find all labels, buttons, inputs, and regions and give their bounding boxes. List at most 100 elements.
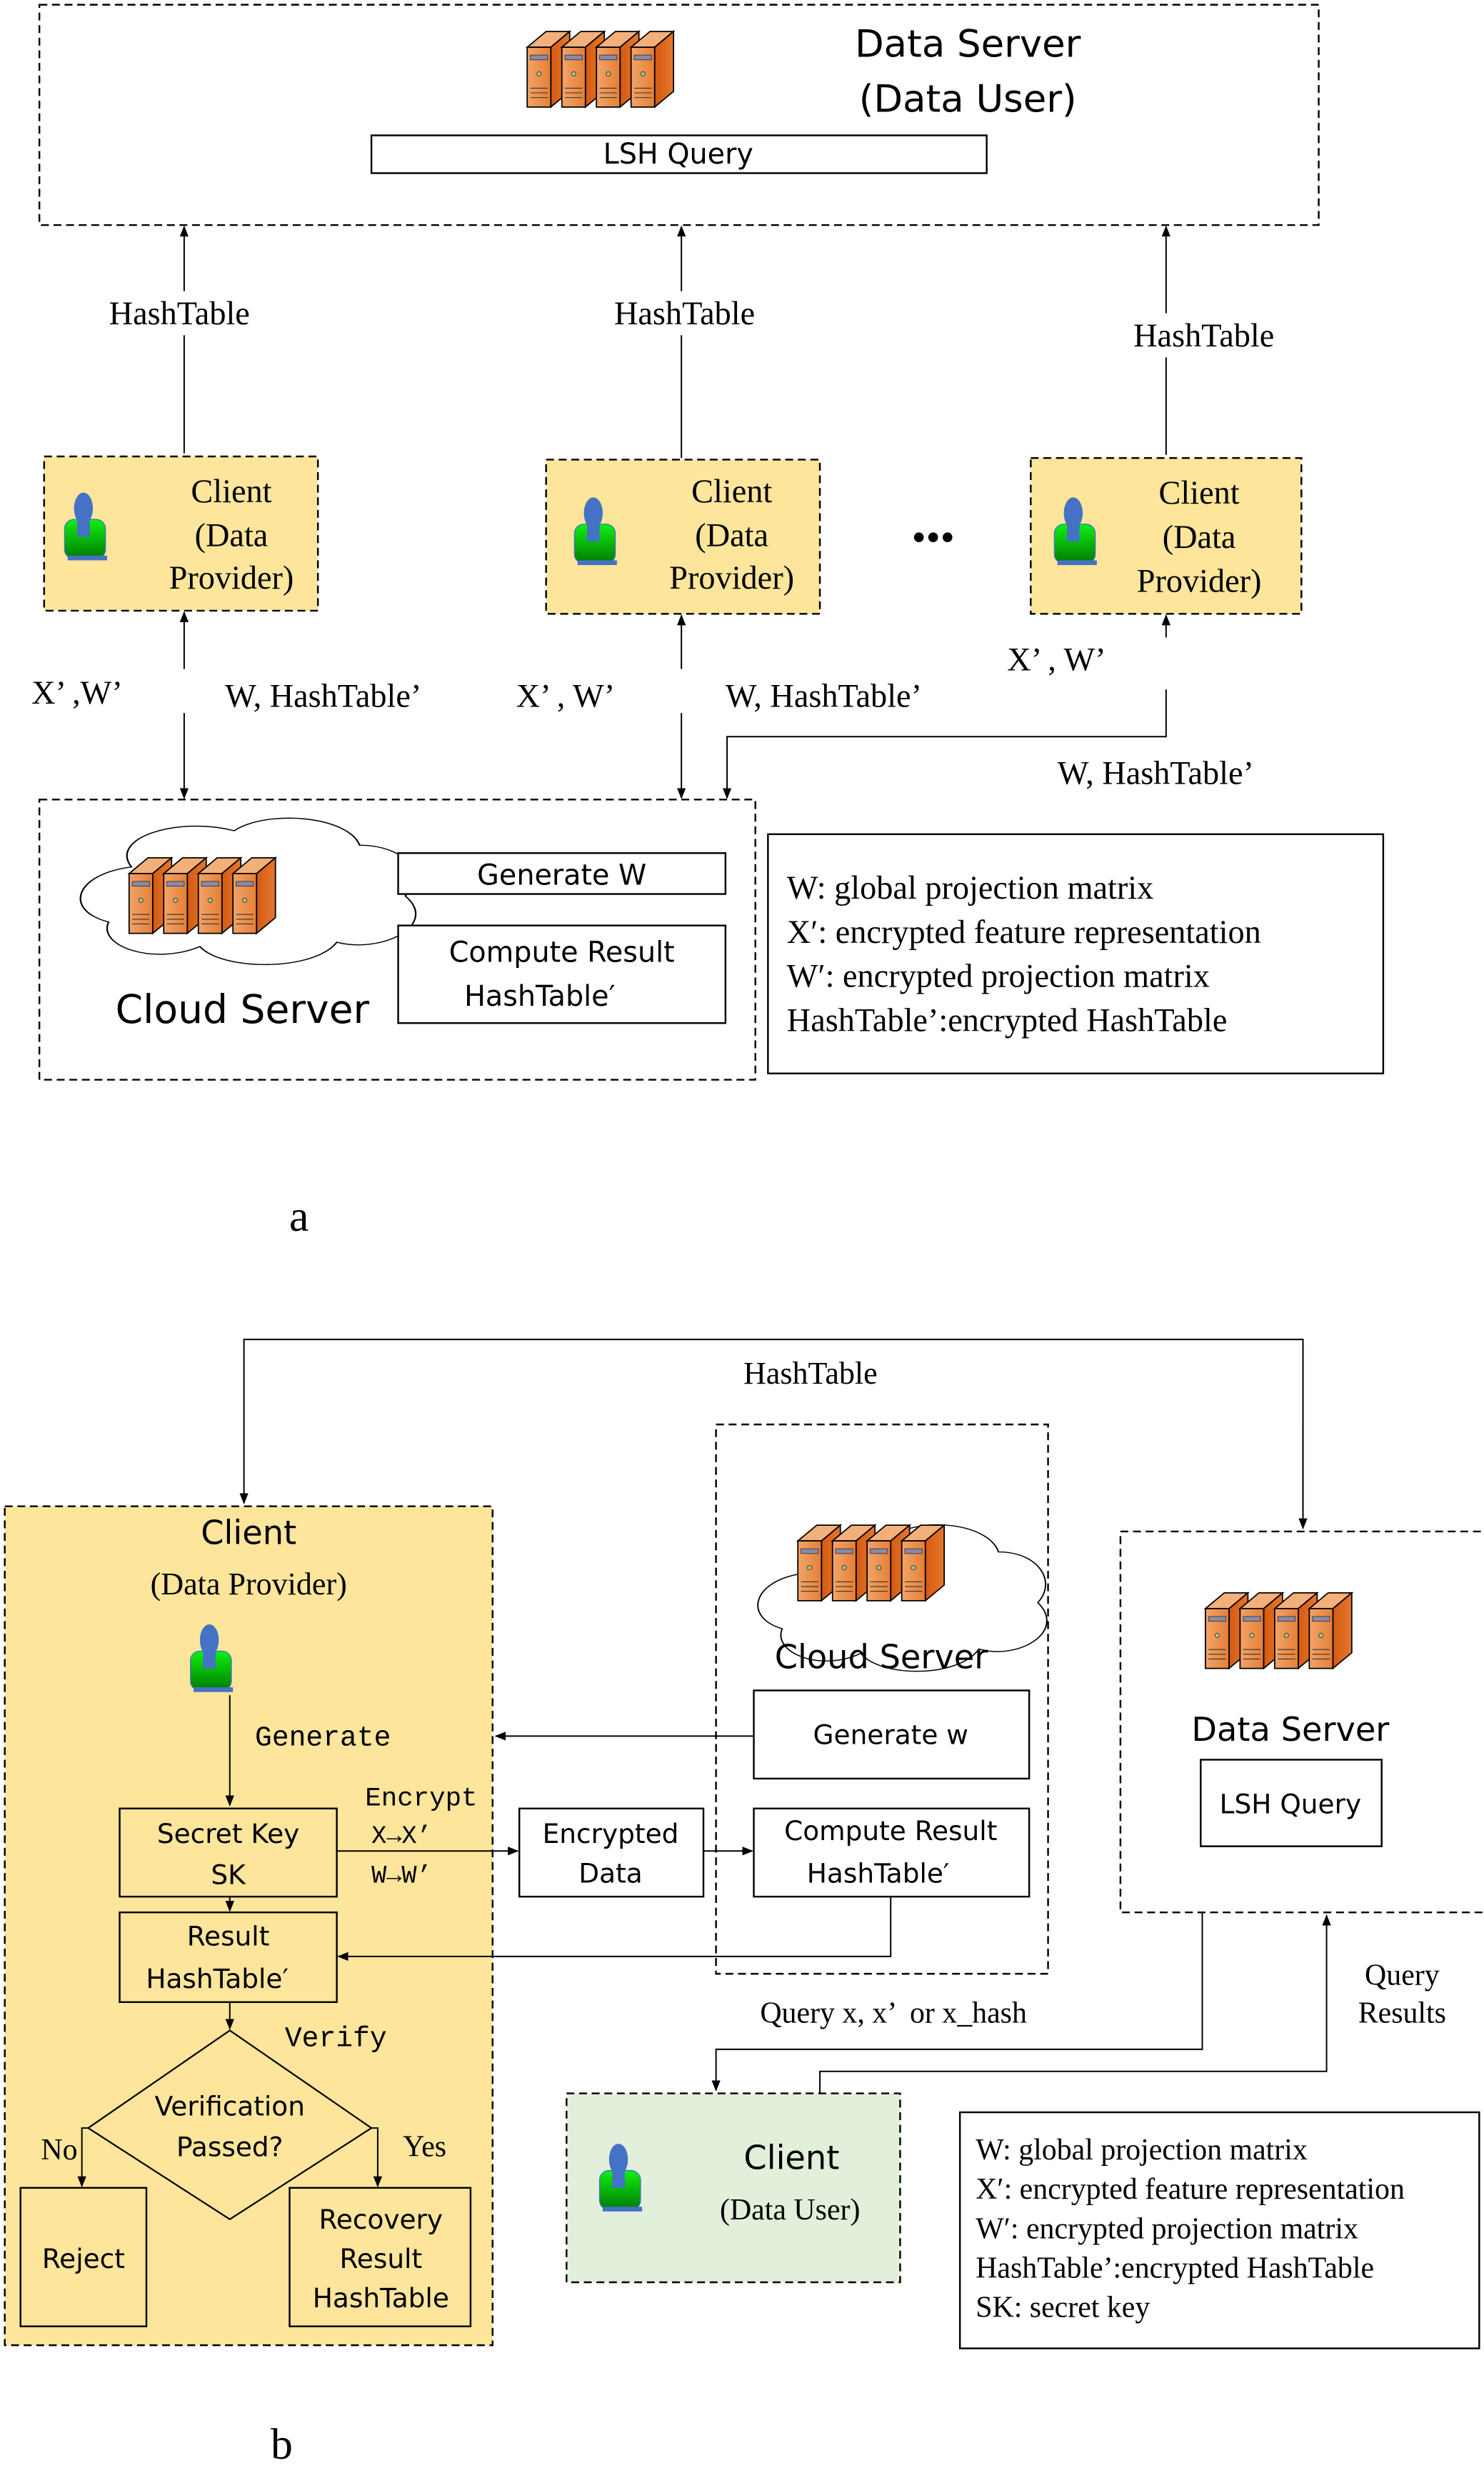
data-server-box-b: Data Server LSH Query xyxy=(1119,1530,1484,1914)
generate-w-box-b xyxy=(753,1689,1031,1780)
generate-w-label: Generate W xyxy=(477,859,646,891)
lsh-query-box xyxy=(370,134,988,174)
verify-label: Verify xyxy=(285,2022,387,2054)
data-server-title-b: Data Server xyxy=(1191,1710,1390,1749)
client-subtitle-2: Provider) xyxy=(669,560,794,596)
legend-item: SK: secret key xyxy=(976,2291,1150,2324)
part-a: Data Server (Data User) LSH Query HashTa… xyxy=(31,4,1385,1241)
client-title: Client xyxy=(191,474,271,510)
compute-result-line1-b: Compute Result xyxy=(784,1815,997,1847)
hashtable-label-1: HashTable xyxy=(109,296,250,332)
part-a-label: a xyxy=(289,1192,309,1241)
query-results-line2: Results xyxy=(1358,1997,1446,2029)
flow-label-c2-up: X’ , W’ xyxy=(516,678,615,714)
verification-decision xyxy=(86,2029,373,2221)
query-results-arrow xyxy=(819,1914,1331,2094)
client-subtitle-1: (Data xyxy=(1163,519,1236,556)
legend-item: W: global projection matrix xyxy=(976,2134,1308,2167)
flow-label-c2-down: W, HashTable’ xyxy=(726,678,922,714)
cloud-server-icon xyxy=(79,816,417,966)
cloud-server-box-b: Cloud Server Generate w Compute Result H… xyxy=(715,1423,1049,1975)
decision-line2: Passed? xyxy=(176,2132,284,2163)
query-arrow-to-user xyxy=(711,1912,1203,2092)
encrypted-data-box xyxy=(518,1807,705,1898)
part-b: HashTable Client (Data Provider) Generat… xyxy=(4,1339,1484,2468)
compute-result-box xyxy=(397,924,727,1024)
flow-label-c1-down: W, HashTable’ xyxy=(225,678,421,714)
result-hashtable-box xyxy=(119,1911,338,2003)
generate-w-label-b: Generate w xyxy=(813,1719,968,1750)
legend-item: HashTable’:encrypted HashTable xyxy=(787,1002,1228,1039)
client-provider-3: Client (Data Provider) xyxy=(1030,456,1303,615)
decision-line1: Verification xyxy=(155,2090,305,2122)
hashtable-label-3: HashTable xyxy=(1133,318,1274,354)
secret-key-line1: Secret Key xyxy=(157,1818,299,1849)
cloud-server-box: Cloud Server Generate W Compute Result H… xyxy=(38,799,756,1081)
encrypted-data-line2: Data xyxy=(578,1857,642,1889)
client-provider-1: Client (Data Provider) xyxy=(43,455,319,612)
data-server-subtitle: (Data User) xyxy=(859,77,1077,121)
client-subtitle-2: Provider) xyxy=(169,560,294,596)
generate-w-box xyxy=(397,852,727,895)
secret-key-line2: SK xyxy=(211,1859,246,1891)
client-user-subtitle: (Data User) xyxy=(720,2194,860,2227)
legend-item: W: global projection matrix xyxy=(787,870,1154,906)
encrypt-w: W→W’ xyxy=(371,1862,432,1890)
secret-key-box xyxy=(119,1807,338,1898)
legend-a: W: global projection matrix X′: encrypte… xyxy=(767,833,1385,1074)
encrypt-x: X→X’ xyxy=(371,1822,432,1851)
query-label: Query x, x’ or x_hash xyxy=(760,1997,1027,2029)
recovery-line1: Recovery xyxy=(319,2204,443,2235)
no-arrow xyxy=(77,2127,89,2188)
client-subtitle-1: (Data xyxy=(695,518,768,554)
compute-result-line2-b: HashTable′ xyxy=(807,1857,950,1889)
server-rack-icon xyxy=(527,31,673,107)
flow-label-c3-up: X’ , W’ xyxy=(1007,642,1106,679)
ellipsis: ••• xyxy=(912,515,955,560)
generate-label: Generate xyxy=(255,1722,391,1754)
encrypted-data-line1: Encrypted xyxy=(543,1818,679,1849)
client-user-box: Client (Data User) xyxy=(566,2092,901,2284)
recovery-line3: HashTable xyxy=(313,2282,449,2314)
reject-label: Reject xyxy=(42,2243,125,2274)
encrypt-label: Encrypt xyxy=(365,1784,477,1814)
reject-box xyxy=(19,2187,148,2327)
data-server-title: Data Server xyxy=(855,22,1081,66)
client-provider-2: Client (Data Provider) xyxy=(545,459,821,615)
recovery-line2: Result xyxy=(339,2243,422,2274)
result-line1: Result xyxy=(187,1920,270,1952)
client-provider-box: Client (Data Provider) Generate Secret K… xyxy=(4,1505,493,2347)
client-provider-subtitle: (Data Provider) xyxy=(151,1567,347,1602)
lsh-query-label: LSH Query xyxy=(603,138,753,171)
legend-item: HashTable’:encrypted HashTable xyxy=(976,2252,1374,2284)
legend-item: X′: encrypted feature representation xyxy=(787,914,1261,951)
client-title: Client xyxy=(1159,475,1240,511)
client-subtitle-1: (Data xyxy=(195,518,269,554)
client-user-title: Client xyxy=(743,2138,839,2177)
recovery-box xyxy=(289,2187,472,2327)
part-b-label: b xyxy=(271,2420,293,2468)
server-rack-icon xyxy=(1205,1593,1352,1669)
legend-item: X′: encrypted feature representation xyxy=(976,2173,1405,2206)
yes-label: Yes xyxy=(403,2131,446,2164)
cloud-server-title-b: Cloud Server xyxy=(775,1638,989,1677)
data-server-box: Data Server (Data User) LSH Query xyxy=(38,4,1320,226)
client-provider-title: Client xyxy=(201,1514,296,1552)
hashtable-label-b: HashTable xyxy=(743,1356,878,1391)
client-subtitle-2: Provider) xyxy=(1137,563,1262,599)
yes-arrow xyxy=(371,2127,383,2188)
compute-result-line2: HashTable′ xyxy=(464,980,615,1013)
compute-result-box-b xyxy=(753,1807,1031,1898)
lsh-query-label-b: LSH Query xyxy=(1220,1788,1361,1819)
client-title: Client xyxy=(691,474,772,510)
lsh-query-box-b xyxy=(1200,1759,1383,1847)
compute-result-line1: Compute Result xyxy=(449,936,675,969)
query-results-line1: Query xyxy=(1365,1959,1440,1992)
cloud-server-title: Cloud Server xyxy=(116,986,370,1032)
result-line2: HashTable′ xyxy=(146,1963,289,1994)
arrow-down-c3 xyxy=(722,689,1167,799)
flow-label-c3-down: W, HashTable’ xyxy=(1058,755,1254,791)
no-label: No xyxy=(41,2134,77,2167)
legend-b: W: global projection matrix X′: encrypte… xyxy=(958,2111,1480,2349)
